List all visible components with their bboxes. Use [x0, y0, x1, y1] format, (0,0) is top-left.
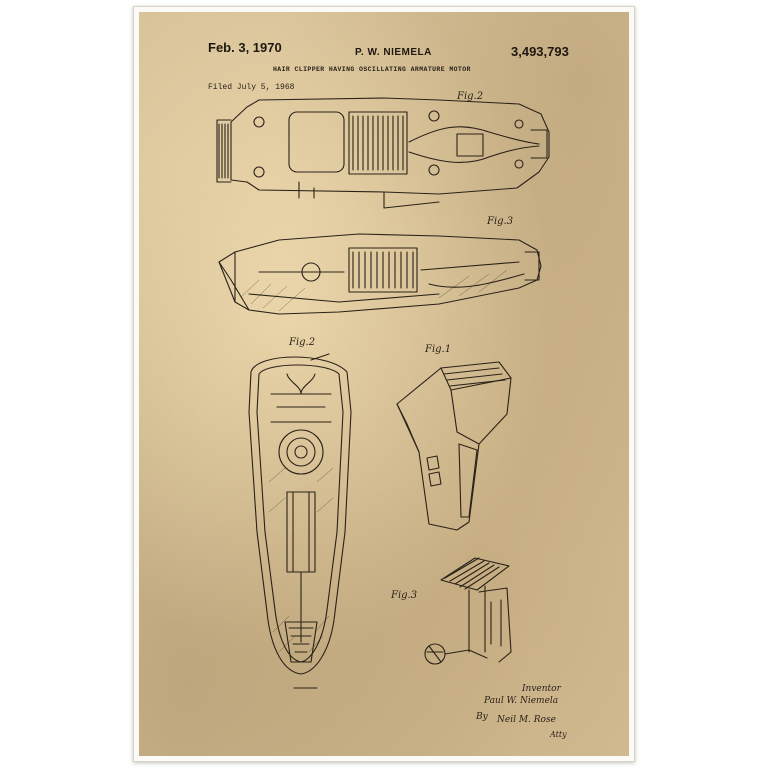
signature-atty: Atty	[550, 730, 567, 739]
fig-label-perspective: Fig.1	[425, 344, 452, 355]
clipper-top-view-drawing	[216, 97, 550, 209]
filed-date: Filed July 5, 1968	[208, 83, 295, 92]
inventor-name: P. W. NIEMELA	[355, 47, 432, 58]
signature-label: Inventor	[522, 684, 561, 694]
fig-label-front: Fig.2	[289, 337, 316, 348]
clipper-front-view-drawing	[248, 353, 352, 689]
patent-sheet: Feb. 3, 1970 P. W. NIEMELA 3,493,793 HAI…	[139, 12, 629, 756]
patent-drawings	[216, 97, 550, 689]
fig-label-side: Fig.3	[487, 216, 514, 227]
signature-inventor: Paul W. Niemela	[484, 696, 559, 706]
fig-label-attachment: Fig.3	[391, 590, 418, 601]
fig-label-top: Fig.2	[457, 91, 484, 102]
clipper-side-view-drawing	[218, 233, 542, 315]
patent-number: 3,493,793	[511, 44, 569, 59]
clipper-perspective-drawing	[396, 361, 512, 531]
poster-frame: Feb. 3, 1970 P. W. NIEMELA 3,493,793 HAI…	[133, 6, 635, 762]
patent-date: Feb. 3, 1970	[208, 40, 282, 55]
patent-title: HAIR CLIPPER HAVING OSCILLATING ARMATURE…	[273, 66, 471, 73]
signature-attorney: Neil M. Rose	[497, 715, 556, 725]
attachment-drawing	[424, 557, 512, 665]
signature-by: By	[476, 712, 488, 722]
